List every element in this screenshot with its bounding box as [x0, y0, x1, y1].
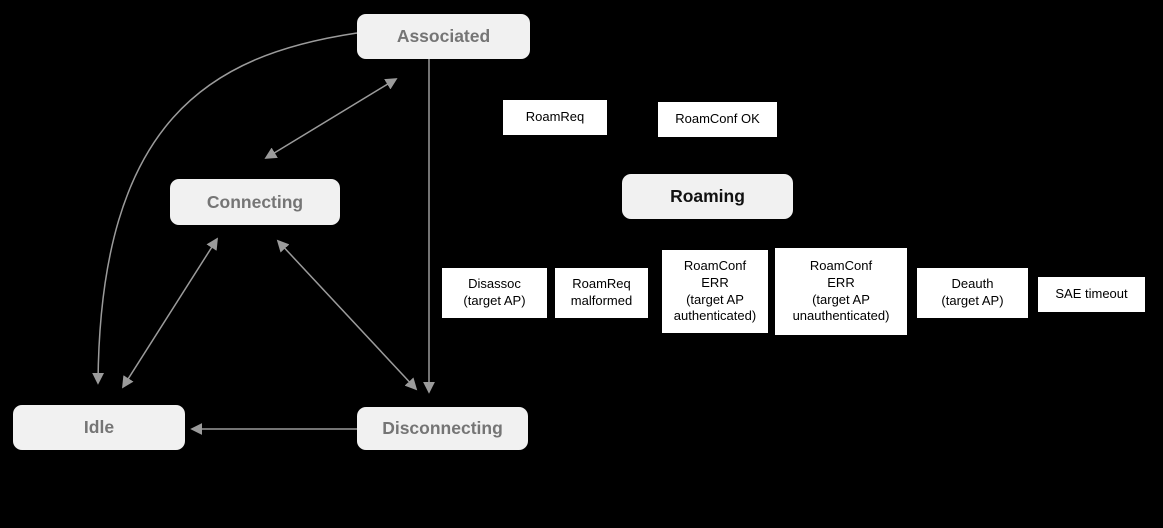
state-roaming-label: Roaming [670, 186, 745, 206]
state-disconnecting[interactable]: Disconnecting [357, 407, 528, 450]
edge-connecting-to-associated [264, 78, 398, 159]
event-label-sae-timeout-text: SAE timeout [1055, 286, 1128, 302]
state-roaming[interactable]: Roaming [622, 174, 793, 219]
state-idle-label: Idle [83, 417, 115, 437]
state-connecting-label: Connecting [206, 191, 304, 212]
event-label-roamreq-text: RoamReq [525, 109, 585, 125]
state-disconnecting-label: Disconnecting [382, 418, 503, 438]
state-associated-label: Associated [396, 26, 491, 46]
edge-connecting-to-disconnecting [276, 239, 418, 391]
event-label-sae-timeout[interactable]: SAE timeout [1038, 277, 1145, 312]
state-idle[interactable]: Idle [13, 405, 185, 450]
event-label-roamreq[interactable]: RoamReq [503, 100, 607, 135]
event-label-roamconf-err-unauthenticated[interactable]: RoamConf ERR (target AP unauthenticated) [775, 248, 907, 335]
event-label-deauth-target-ap[interactable]: Deauth (target AP) [917, 268, 1028, 318]
event-label-roamconf-err-unauthenticated-text: RoamConf ERR (target AP unauthenticated) [792, 257, 890, 324]
event-label-roamreq-malformed[interactable]: RoamReq malformed [555, 268, 648, 318]
event-label-deauth-target-ap-text: Deauth (target AP) [941, 276, 1004, 308]
event-label-roamconf-err-authenticated[interactable]: RoamConf ERR (target AP authenticated) [662, 250, 768, 333]
event-label-roamconf-ok-text: RoamConf OK [675, 111, 760, 127]
edge-associated-to-idle [92, 32, 358, 385]
event-label-disassoc-target-ap[interactable]: Disassoc (target AP) [442, 268, 547, 318]
event-label-roamconf-err-authenticated-text: RoamConf ERR (target AP authenticated) [673, 257, 757, 324]
state-associated[interactable]: Associated [357, 14, 530, 59]
state-connecting[interactable]: Connecting [170, 179, 340, 225]
edge-idle-to-connecting [122, 237, 218, 389]
event-label-roamconf-ok[interactable]: RoamConf OK [658, 102, 777, 137]
event-label-roamreq-malformed-text: RoamReq malformed [570, 276, 633, 308]
event-label-disassoc-target-ap-text: Disassoc (target AP) [463, 276, 526, 308]
